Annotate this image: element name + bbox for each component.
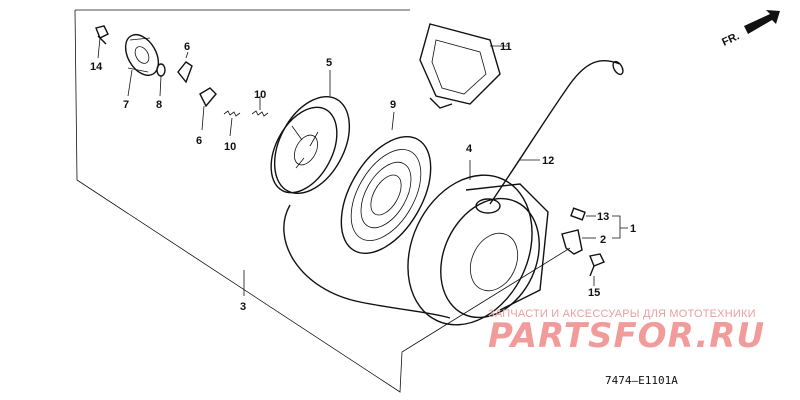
callout-13: 13 xyxy=(597,211,609,223)
assembly-frame xyxy=(74,9,571,393)
callout-6-upper: 6 xyxy=(184,41,190,53)
callout-3: 3 xyxy=(240,301,246,313)
front-direction-arrow-icon: FR. xyxy=(720,10,780,49)
callout-12: 12 xyxy=(542,155,554,167)
callout-6-lower: 6 xyxy=(196,135,202,147)
front-direction-label: FR. xyxy=(720,30,741,48)
rope-knot xyxy=(612,60,624,76)
part-5-starter-reel xyxy=(270,95,351,195)
callout-15: 15 xyxy=(588,287,600,299)
part-4-starter-case xyxy=(407,174,549,326)
callout-2: 2 xyxy=(600,234,606,246)
part-6-ratchet-lower xyxy=(199,87,217,108)
callout-5: 5 xyxy=(326,57,332,69)
diagram-code: 7474—E1101A xyxy=(605,374,678,387)
part-14-bolt xyxy=(95,25,109,45)
part-10-spring-lower xyxy=(223,110,241,117)
part-8-washer xyxy=(156,63,166,77)
part-15-bolt xyxy=(589,253,605,277)
part-3-rope xyxy=(283,204,451,319)
part-13-plate xyxy=(570,207,586,221)
part-6-ratchet-upper xyxy=(177,61,193,84)
part-10-spring-upper xyxy=(251,110,269,117)
callout-14: 14 xyxy=(90,61,103,73)
callout-10-upper: 10 xyxy=(254,89,266,101)
callout-9: 9 xyxy=(390,99,396,111)
watermark-brand-logo: PARTSFOR.RU xyxy=(488,316,766,356)
part-12-starter-rope xyxy=(489,59,621,205)
part-7-ratchet-plate xyxy=(124,34,160,76)
watermark-tagline: ЗАПЧАСТИ И АКСЕССУАРЫ ДЛЯ МОТОТЕХНИКИ xyxy=(488,308,756,320)
part-9-spiral-spring xyxy=(340,136,432,254)
callout-4: 4 xyxy=(466,143,473,155)
callout-11: 11 xyxy=(500,41,512,53)
callout-7: 7 xyxy=(123,99,129,111)
callout-8: 8 xyxy=(156,99,162,111)
part-2-stay xyxy=(561,229,583,255)
callout-1: 1 xyxy=(630,223,636,235)
part-11-starter-handle xyxy=(419,23,501,109)
callout-10-lower: 10 xyxy=(224,141,236,153)
leader-lines xyxy=(97,37,628,296)
